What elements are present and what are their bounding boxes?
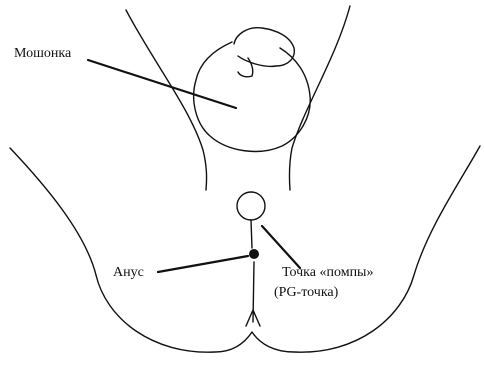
anus-leader bbox=[158, 256, 248, 272]
perineal-seam bbox=[246, 220, 260, 326]
perineum-circle bbox=[237, 192, 265, 220]
pg-leader bbox=[262, 226, 300, 268]
left-thigh-line bbox=[126, 10, 207, 190]
pg-point-dot bbox=[249, 249, 259, 259]
scrotum-leader bbox=[88, 60, 236, 108]
pg-point-label: (PG-точка) bbox=[274, 285, 338, 301]
scrotum-label: Мошонка bbox=[14, 46, 71, 62]
penis-shape bbox=[234, 28, 294, 67]
anus-label: Анус bbox=[113, 265, 144, 281]
pump-point-label: Точка «помпы» bbox=[282, 265, 373, 281]
right-thigh-line bbox=[289, 6, 350, 190]
body-outline bbox=[10, 146, 480, 352]
